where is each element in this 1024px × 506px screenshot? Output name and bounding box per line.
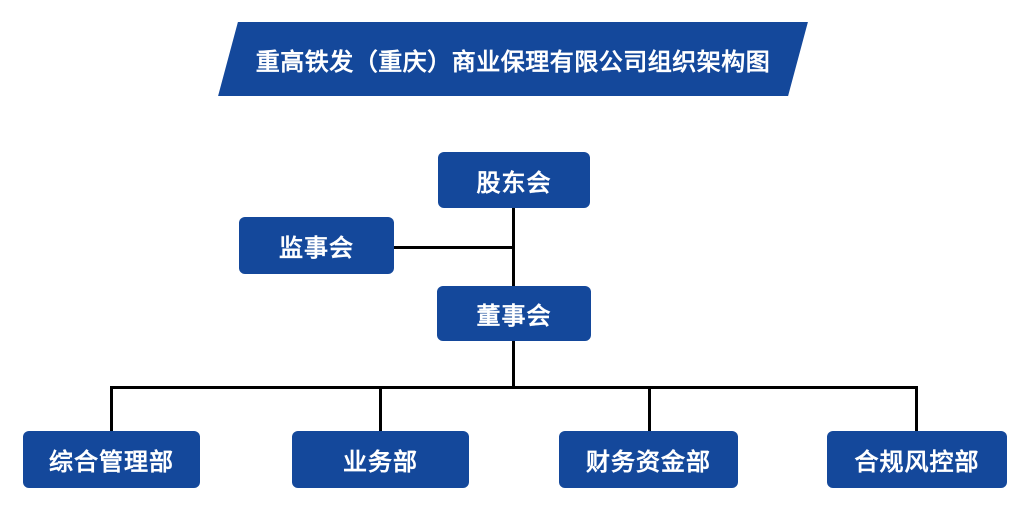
connector-drop-compliance-risk <box>915 386 918 432</box>
connector-horizontal-bus <box>110 386 918 389</box>
org-node-supervisory-board: 监事会 <box>239 217 394 274</box>
org-node-general-management: 综合管理部 <box>23 431 200 488</box>
org-node-compliance-risk: 合规风控部 <box>827 431 1007 488</box>
org-node-shareholders: 股东会 <box>438 152 590 208</box>
org-node-finance-treasury: 财务资金部 <box>559 431 738 488</box>
connector-supervisory-board <box>394 246 514 249</box>
org-node-board-of-directors: 董事会 <box>437 286 591 341</box>
connector-drop-general-management <box>110 386 113 432</box>
page-title: 重高铁发（重庆）商业保理有限公司组织架构图 <box>255 48 771 76</box>
connector-drop-business <box>379 386 382 432</box>
connector-board-to-bus <box>512 341 515 388</box>
connector-drop-finance-treasury <box>648 386 651 432</box>
org-node-business: 业务部 <box>292 431 469 488</box>
